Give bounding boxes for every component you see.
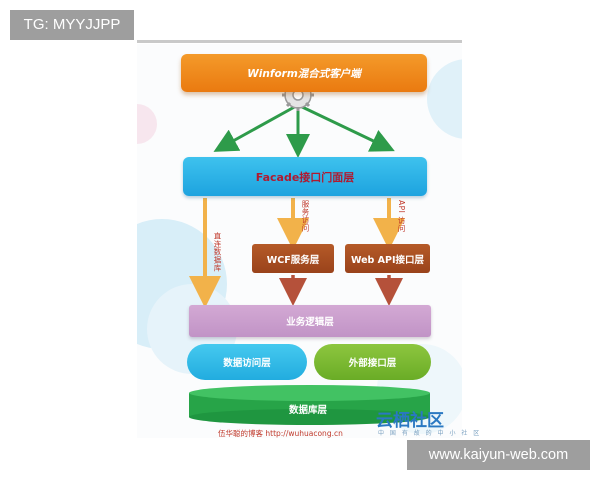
wcf-service-layer-box: WCF服务层 bbox=[252, 244, 334, 273]
external-interface-layer-box: 外部接口层 bbox=[314, 344, 431, 380]
top-divider bbox=[137, 40, 462, 43]
yunqi-brand-logo: 云栖社区 bbox=[376, 411, 444, 431]
web-api-layer-box: Web API接口层 bbox=[345, 244, 430, 273]
client-to-facade-arrows bbox=[213, 103, 395, 158]
bg-bubble bbox=[137, 104, 157, 144]
service-to-logic-arrows bbox=[279, 275, 403, 306]
service-access-label: 服务访问 bbox=[301, 200, 310, 232]
data-access-layer-box: 数据访问层 bbox=[187, 344, 307, 380]
direct-db-label: 直连数据库 bbox=[213, 232, 222, 272]
facade-layer-box: Facade接口门面层 bbox=[183, 157, 427, 196]
blog-credit: 伍华聪的博客 http://wuhuacong.cn bbox=[218, 429, 343, 438]
api-access-label: API 访问 bbox=[397, 200, 406, 233]
business-logic-layer-box: 业务逻辑层 bbox=[189, 305, 431, 337]
winform-client-box: Winform混合式客户端 bbox=[181, 54, 427, 92]
facade-down-arrows bbox=[189, 198, 405, 308]
site-watermark: www.kaiyun-web.com bbox=[407, 440, 590, 470]
database-layer-label: 数据库层 bbox=[288, 405, 327, 416]
brand-subtitle: 中 国 有 故 的 中 小 社 区 bbox=[378, 430, 482, 437]
database-cylinder bbox=[189, 385, 430, 425]
tg-label: TG: MYYJJPP bbox=[10, 10, 134, 40]
